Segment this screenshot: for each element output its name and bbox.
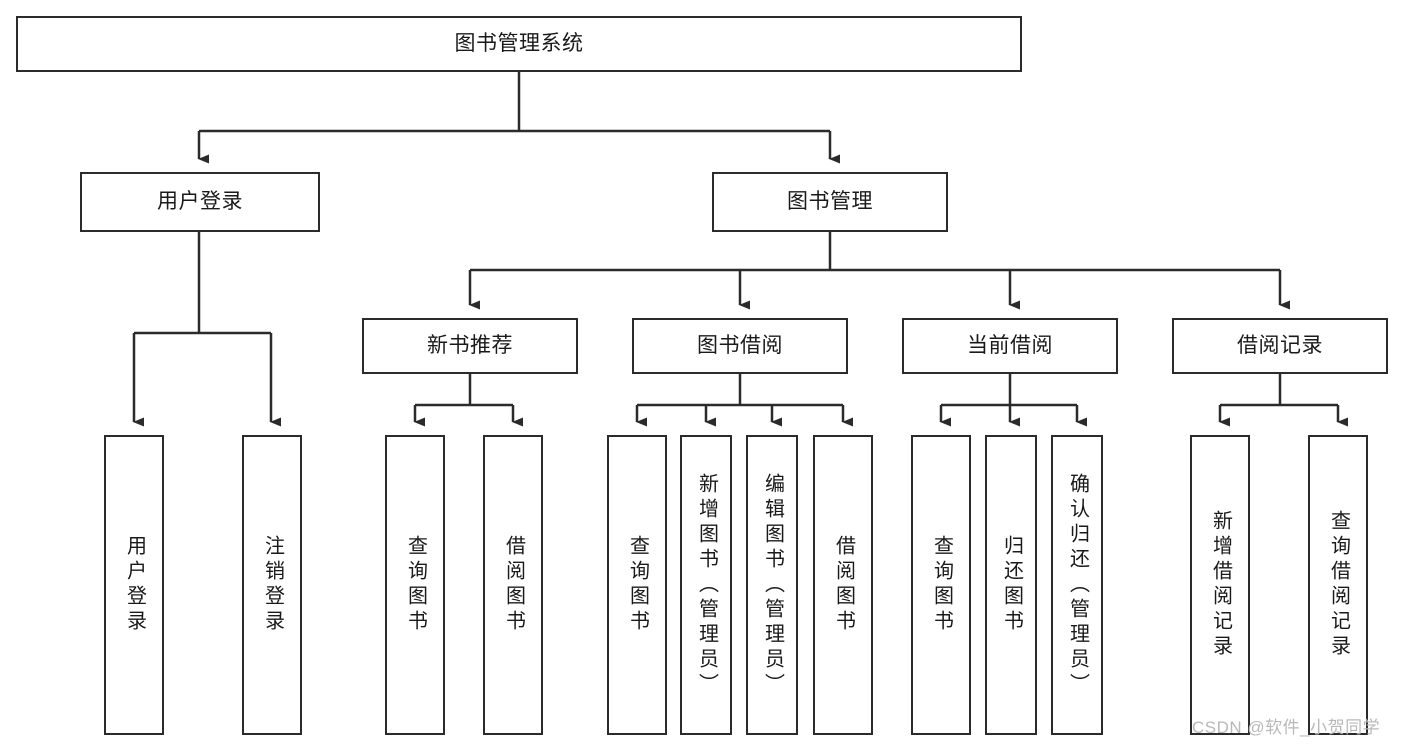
node-box-new-book-rec[interactable]: 新书推荐 xyxy=(362,318,578,374)
node-label-book-borrow-borrow: 借阅图书 xyxy=(832,535,855,635)
node-box-book-manage[interactable]: 图书管理 xyxy=(712,172,948,232)
node-box-root[interactable]: 图书管理系统 xyxy=(16,16,1022,72)
node-box-new-book-rec-query[interactable]: 查询图书 xyxy=(385,435,445,735)
node-box-current-borrow-confirm[interactable]: 确认归还（管理员） xyxy=(1051,435,1103,735)
node-label-book-borrow: 图书借阅 xyxy=(697,334,783,358)
node-label-new-book-rec-borrow: 借阅图书 xyxy=(502,535,525,635)
node-label-user-login: 用户登录 xyxy=(157,190,243,214)
node-box-user-login-logout[interactable]: 注销登录 xyxy=(242,435,302,735)
node-box-book-borrow-query[interactable]: 查询图书 xyxy=(607,435,667,735)
node-label-borrow-record-add: 新增借阅记录 xyxy=(1209,510,1232,660)
node-box-borrow-record-query[interactable]: 查询借阅记录 xyxy=(1308,435,1368,735)
node-label-root: 图书管理系统 xyxy=(454,32,584,56)
node-box-user-login[interactable]: 用户登录 xyxy=(80,172,320,232)
node-label-borrow-record-query: 查询借阅记录 xyxy=(1327,510,1350,660)
node-box-user-login-login[interactable]: 用户登录 xyxy=(104,435,164,735)
node-label-book-borrow-query: 查询图书 xyxy=(626,535,649,635)
node-label-new-book-rec-query: 查询图书 xyxy=(404,535,427,635)
node-label-current-borrow: 当前借阅 xyxy=(967,334,1053,358)
node-label-user-login-login: 用户登录 xyxy=(123,535,146,635)
node-label-book-borrow-edit: 编辑图书（管理员） xyxy=(761,472,784,698)
node-label-user-login-logout: 注销登录 xyxy=(261,535,284,635)
node-box-new-book-rec-borrow[interactable]: 借阅图书 xyxy=(483,435,543,735)
node-box-borrow-record[interactable]: 借阅记录 xyxy=(1172,318,1388,374)
node-box-borrow-record-add[interactable]: 新增借阅记录 xyxy=(1190,435,1250,735)
node-box-book-borrow-borrow[interactable]: 借阅图书 xyxy=(813,435,873,735)
csdn-watermark: CSDN @软件_小贺同学 xyxy=(1192,718,1381,737)
node-box-book-borrow-edit[interactable]: 编辑图书（管理员） xyxy=(746,435,798,735)
node-box-current-borrow-return[interactable]: 归还图书 xyxy=(985,435,1037,735)
node-box-book-borrow[interactable]: 图书借阅 xyxy=(632,318,848,374)
node-label-current-borrow-confirm: 确认归还（管理员） xyxy=(1066,472,1089,698)
node-label-current-borrow-query: 查询图书 xyxy=(930,535,953,635)
node-box-book-borrow-add[interactable]: 新增图书（管理员） xyxy=(680,435,732,735)
connector-group xyxy=(132,72,1348,427)
node-label-current-borrow-return: 归还图书 xyxy=(1000,535,1023,635)
node-label-book-borrow-add: 新增图书（管理员） xyxy=(695,472,718,698)
node-label-borrow-record: 借阅记录 xyxy=(1237,334,1323,358)
node-label-new-book-rec: 新书推荐 xyxy=(427,334,513,358)
node-box-current-borrow[interactable]: 当前借阅 xyxy=(902,318,1118,374)
node-box-current-borrow-query[interactable]: 查询图书 xyxy=(911,435,971,735)
node-label-book-manage: 图书管理 xyxy=(787,190,873,214)
